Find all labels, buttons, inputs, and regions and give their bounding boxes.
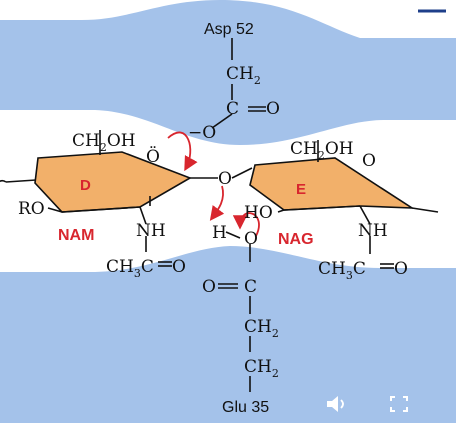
electron-arrow-2	[209, 185, 225, 221]
nh-right: NH	[358, 221, 388, 241]
fullscreen-button[interactable]	[384, 391, 414, 417]
glycosidic-o: O	[218, 169, 232, 189]
glu-o-double: O	[202, 277, 216, 297]
glu-c: C	[244, 277, 257, 297]
glu-ch2-1: CH2	[244, 317, 279, 340]
ring-o-lone-pair: Ö	[146, 146, 160, 167]
nam-label: NAM	[58, 227, 94, 244]
ring-label-e: E	[296, 181, 306, 198]
nag-label: NAG	[278, 231, 314, 248]
ch2oh-left: CH2OH	[72, 131, 136, 154]
ring-o-right: O	[362, 151, 376, 171]
electron-arrow-1	[167, 131, 198, 172]
volume-button[interactable]	[322, 391, 352, 417]
o-left-carbonyl: O	[172, 257, 186, 277]
asp-label: Asp 52	[204, 21, 254, 38]
asp-c: C	[226, 99, 239, 119]
ch3c-left: CH3C	[106, 257, 154, 280]
electron-arrow-3	[232, 212, 260, 237]
nh-left: NH	[136, 221, 166, 241]
ho-label: HO	[244, 203, 273, 223]
ch3c-right: CH3C	[318, 259, 366, 282]
enzyme-top-shape	[0, 0, 456, 145]
ring-label-d: D	[80, 177, 91, 194]
speaker-icon	[327, 396, 344, 412]
o-right-carbonyl: O	[394, 259, 408, 279]
asp-ch2: CH2	[226, 64, 261, 87]
asp-o-double: O	[266, 99, 280, 119]
glu-h: H	[212, 223, 227, 243]
ch2oh-right: CH2OH	[290, 139, 354, 162]
ro-label: RO	[18, 199, 45, 219]
enzyme-bottom-shape	[0, 246, 456, 423]
fullscreen-icon	[390, 396, 408, 412]
glu-ch2-2: CH2	[244, 357, 279, 380]
glu-o-upper: O	[244, 229, 258, 249]
player-controls	[0, 373, 456, 423]
glu-label: Glu 35	[222, 399, 269, 416]
asp-o-anion: −O	[188, 123, 216, 143]
ring-d	[34, 151, 192, 213]
ring-e	[249, 157, 415, 211]
